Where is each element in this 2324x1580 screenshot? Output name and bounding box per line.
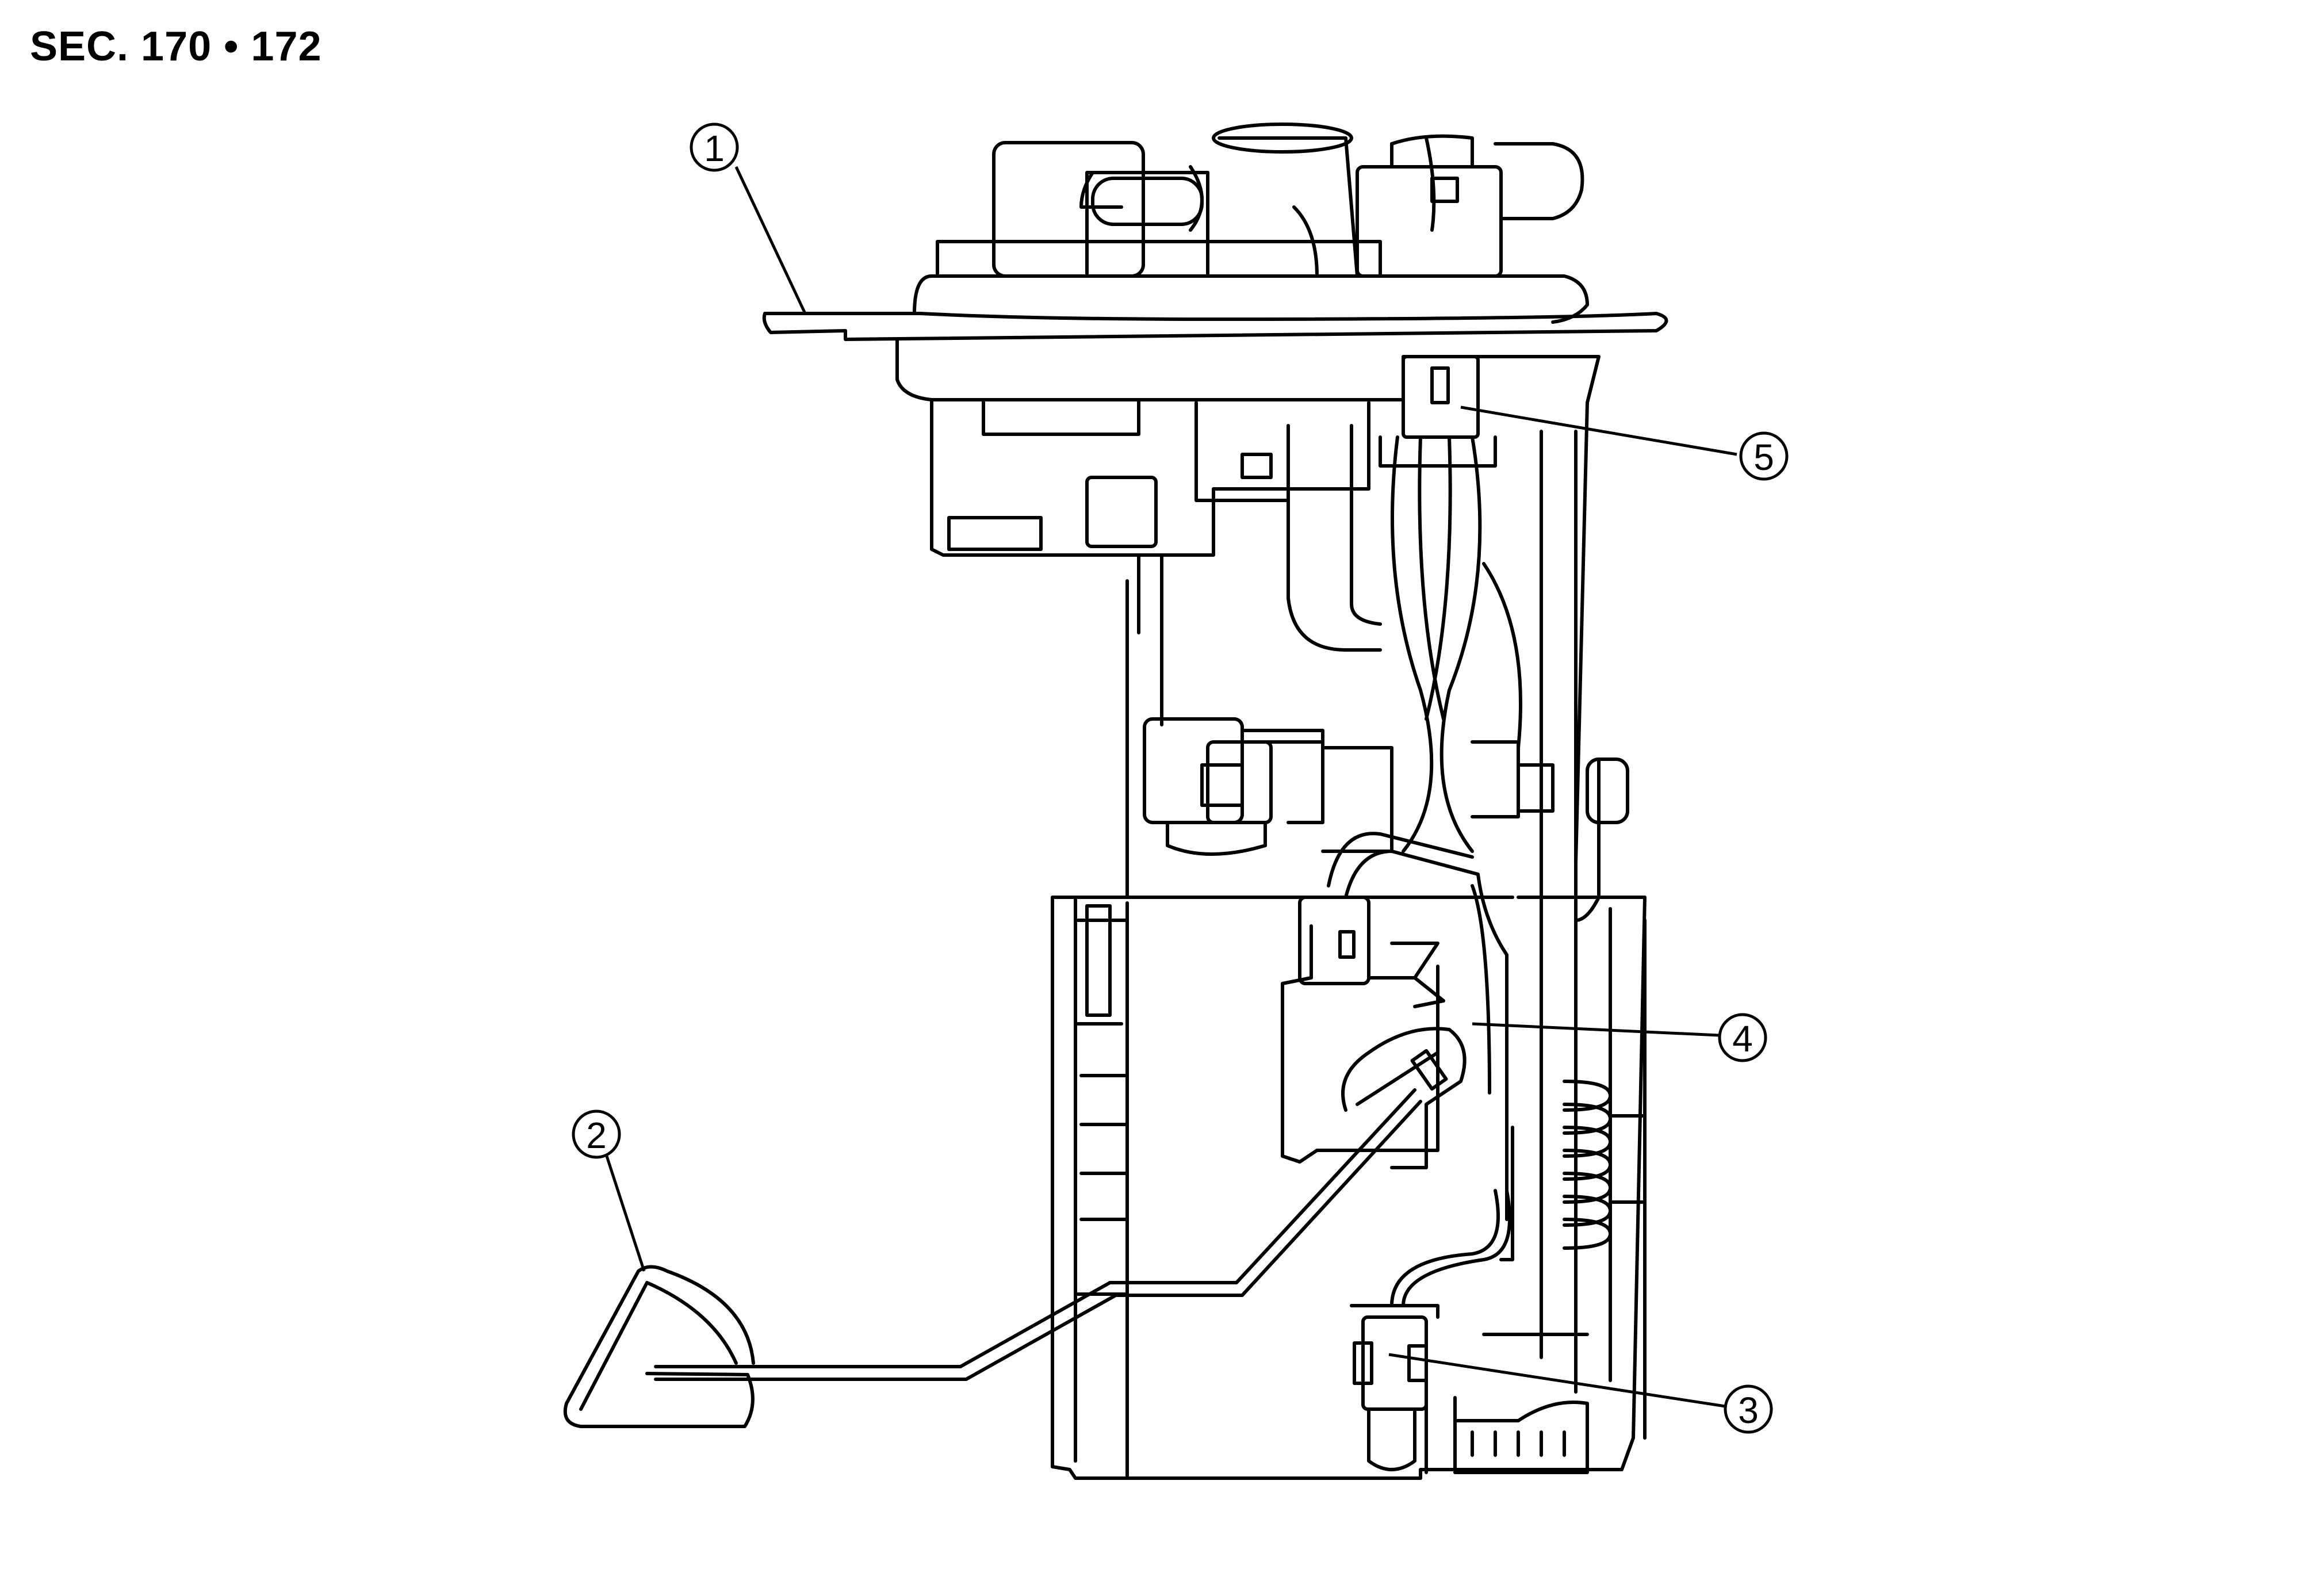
callout-1-number: 1 xyxy=(704,128,725,169)
leader-line-1 xyxy=(734,166,807,315)
top-harness-connector xyxy=(1379,355,1497,468)
sender-connector xyxy=(1350,1189,1511,1471)
reservoir-cup xyxy=(1051,896,1647,1480)
cap-dome xyxy=(913,274,1589,324)
callout-2: 2 xyxy=(572,1110,621,1159)
callout-1: 1 xyxy=(690,123,739,172)
leader-line-5 xyxy=(1460,405,1737,456)
leader-line-3 xyxy=(1388,1353,1726,1408)
fuel-hose xyxy=(1287,424,1382,652)
callout-2-number: 2 xyxy=(586,1115,607,1156)
mid-connector xyxy=(1143,717,1393,856)
float-arm-rod xyxy=(654,1088,1416,1368)
cap-connector xyxy=(1356,165,1503,278)
flange-plate xyxy=(762,312,1668,341)
float xyxy=(563,1265,755,1428)
callout-3: 3 xyxy=(1724,1384,1773,1434)
pump-cap-flange xyxy=(762,123,1668,341)
float-arm xyxy=(563,1088,1422,1428)
callout-3-number: 3 xyxy=(1738,1390,1759,1431)
spring xyxy=(1563,1080,1612,1250)
callout-4: 4 xyxy=(1718,1013,1767,1062)
callout-5: 5 xyxy=(1739,431,1789,481)
leader-line-4 xyxy=(1472,1022,1720,1037)
pump-body xyxy=(1125,424,1555,1261)
upper-housing xyxy=(895,338,1601,864)
outlet-tube xyxy=(992,141,1145,278)
leader-line-2 xyxy=(605,1156,646,1272)
callout-4-number: 4 xyxy=(1732,1018,1753,1059)
section-reference: SEC. 170 • 172 xyxy=(30,24,322,70)
fuel-level-sensor-unit xyxy=(1281,896,1467,1169)
callout-5-number: 5 xyxy=(1753,437,1774,478)
outlet-nipple xyxy=(1091,177,1204,226)
